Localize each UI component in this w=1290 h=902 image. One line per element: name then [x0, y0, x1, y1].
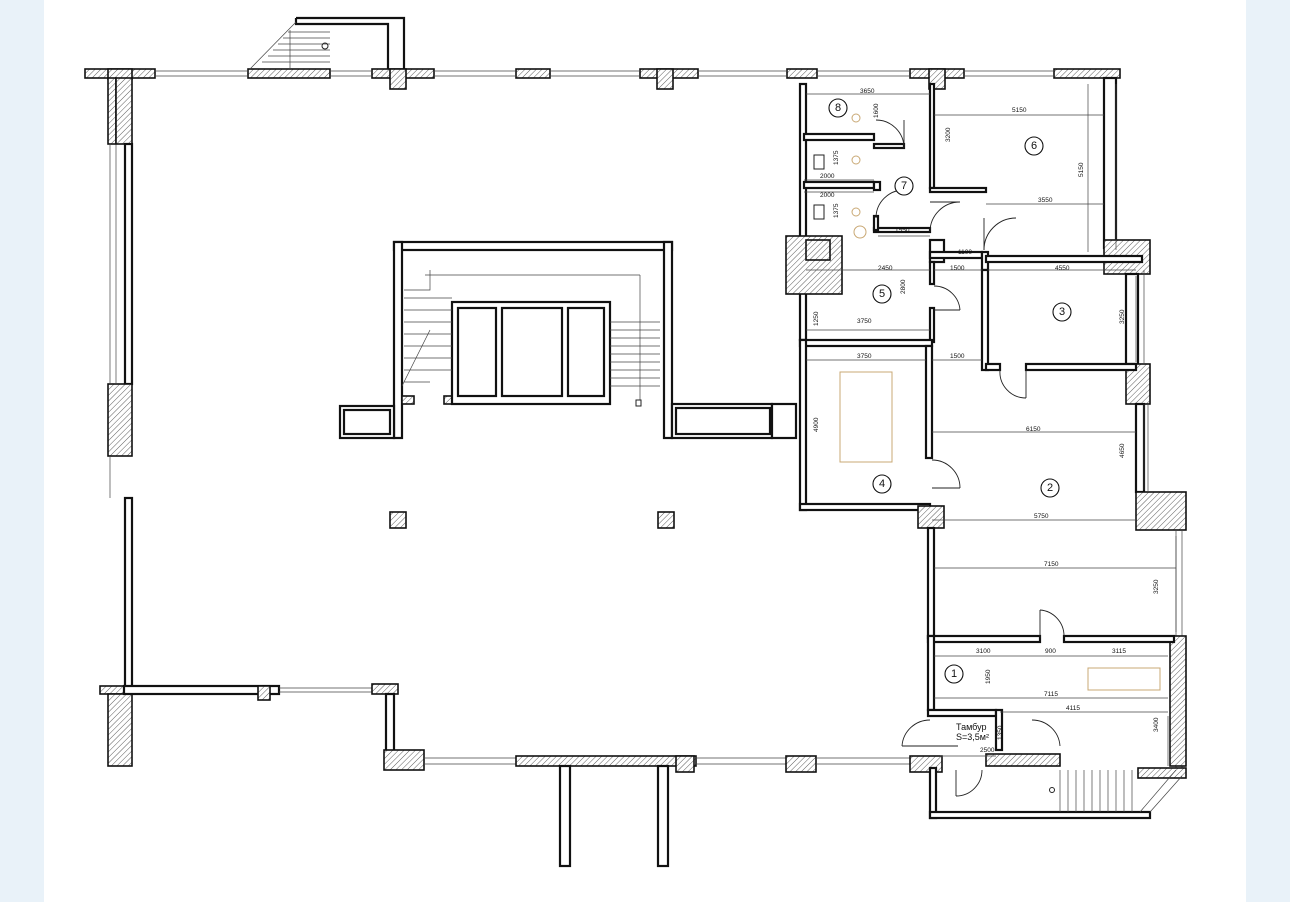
dim-label: 1500: [950, 265, 965, 272]
dim-label: 1375: [833, 203, 840, 218]
room-numbers: 8 6 7 5 3 4 2 1: [828, 98, 1072, 684]
dim-label: 1350: [997, 725, 1004, 740]
room-number-3: 3: [1052, 302, 1072, 322]
room-number-8: 8: [828, 98, 848, 118]
svg-text:7: 7: [901, 180, 907, 192]
dim-label: 1550: [895, 227, 910, 234]
dim-label: 1600: [873, 103, 880, 118]
dim-label: 2500: [980, 747, 995, 754]
dim-label: 5150: [1078, 162, 1085, 177]
dim-label: 3250: [1119, 309, 1126, 324]
dim-label: 5750: [1034, 513, 1049, 520]
dim-label: 5150: [1012, 107, 1027, 114]
dim-label: 3550: [1038, 197, 1053, 204]
dim-label: 3650: [860, 88, 875, 95]
dim-label: 1950: [985, 669, 992, 684]
room-number-1: 1: [944, 664, 964, 684]
dim-label: 2450: [878, 265, 893, 272]
drawing-sheet: [44, 0, 1246, 902]
dim-label: 2800: [900, 279, 907, 294]
dim-label: 2000: [820, 192, 835, 199]
dim-label: 7115: [1044, 691, 1058, 698]
dim-label: 1375: [833, 150, 840, 165]
dim-label: 1100: [958, 249, 972, 256]
dim-label: 4115: [1066, 705, 1080, 712]
svg-text:4: 4: [879, 478, 885, 490]
svg-text:6: 6: [1031, 140, 1037, 152]
dim-label: 3250: [1153, 579, 1160, 594]
dim-label: 3750: [857, 318, 872, 325]
right-wing-walls: [785, 76, 1187, 820]
svg-text:5: 5: [879, 288, 885, 300]
dim-label: 3750: [857, 353, 872, 360]
vestibule-name: Тамбур: [956, 722, 987, 732]
dim-label: 1250: [813, 311, 820, 326]
dim-label: 4550: [1055, 265, 1070, 272]
dim-label: 7150: [1044, 561, 1059, 568]
dim-label: 3115: [1112, 648, 1126, 655]
room-number-2: 2: [1040, 478, 1060, 498]
dim-label: 4650: [1119, 443, 1126, 458]
svg-text:1: 1: [951, 668, 957, 680]
central-stair-core: [338, 240, 798, 529]
dimension-labels: 3650 1600 5150 3200 5150 3550 1375 2000 …: [813, 88, 1160, 754]
dim-label: 6150: [1026, 426, 1041, 433]
dim-label: 900: [1045, 648, 1056, 655]
svg-text:2: 2: [1047, 482, 1053, 494]
dim-label: 3400: [1153, 717, 1160, 732]
dim-label: 3100: [976, 648, 991, 655]
dim-label: 3200: [945, 127, 952, 142]
vestibule-label: Тамбур S=3,5м²: [956, 722, 989, 742]
dim-label: 2000: [820, 173, 835, 180]
vestibule-area: S=3,5м²: [956, 732, 989, 742]
svg-text:8: 8: [835, 102, 841, 114]
exterior-walls: [84, 16, 1121, 868]
dim-label: 1500: [950, 353, 965, 360]
room-number-7: 7: [894, 176, 914, 196]
room-number-5: 5: [872, 284, 892, 304]
room-number-4: 4: [872, 474, 892, 494]
room-number-6: 6: [1024, 136, 1044, 156]
dim-label: 4900: [813, 417, 820, 432]
svg-text:3: 3: [1059, 306, 1065, 318]
